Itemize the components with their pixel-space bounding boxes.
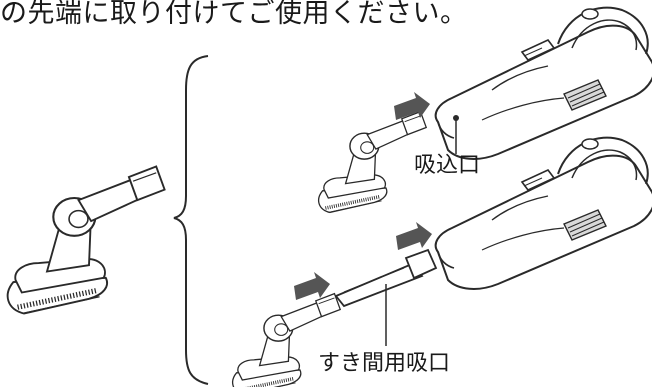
suction-port-label: 吸込口	[414, 153, 480, 178]
insert-arrow-bottom-right	[396, 222, 432, 250]
brush-nozzle-large	[8, 167, 165, 314]
insert-arrow-bottom-left	[294, 272, 330, 300]
crevice-tool-label: すき間用吸口	[318, 351, 450, 376]
handheld-vacuum-top	[434, 6, 652, 160]
crevice-tool	[334, 248, 438, 308]
brush-nozzle-small-top	[316, 109, 429, 215]
suction-port-dot	[453, 115, 459, 121]
curly-brace	[173, 55, 209, 385]
instruction-text: の先端に取り付けてご使用ください。	[0, 0, 468, 29]
